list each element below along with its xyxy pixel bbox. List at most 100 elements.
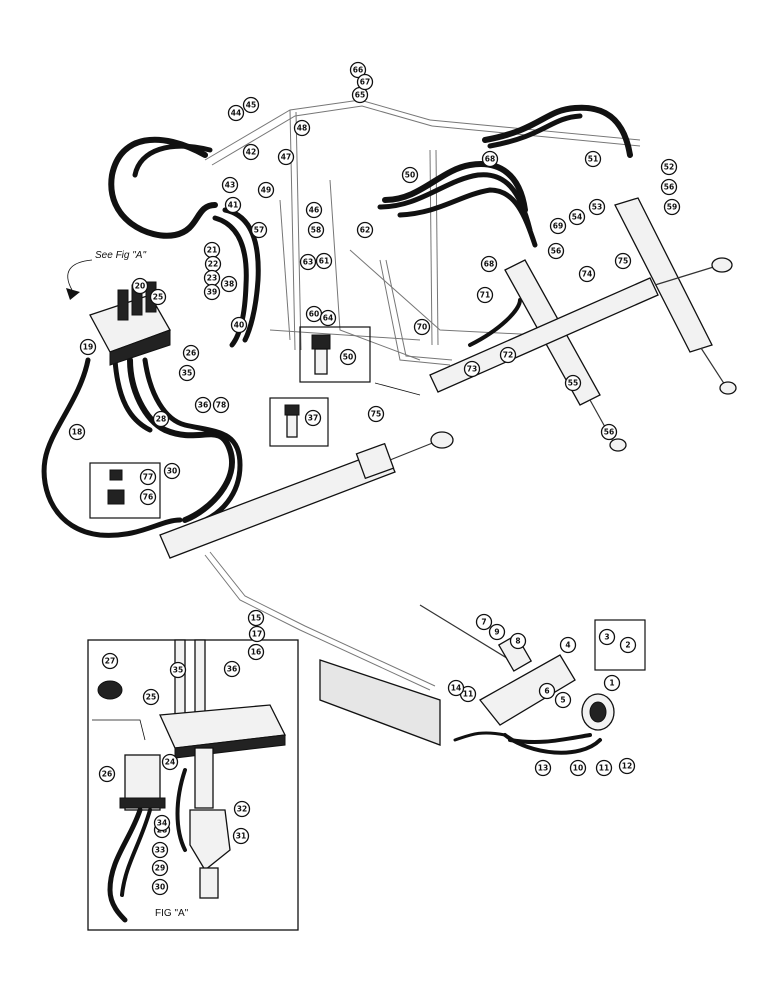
callout-circle	[163, 462, 181, 480]
callout-number: 24	[165, 758, 175, 767]
callout-11: 11	[595, 759, 613, 777]
callout-circle	[488, 623, 506, 641]
callout-circle	[367, 405, 385, 423]
callout-number: 75	[371, 410, 381, 419]
callout-circle	[152, 410, 170, 428]
callout-circle	[98, 765, 116, 783]
callout-circle	[549, 217, 567, 235]
callout-number: 62	[360, 226, 370, 235]
callout-number: 64	[323, 314, 333, 323]
callout-circle	[618, 757, 636, 775]
callout-circle	[242, 96, 260, 114]
callout-number: 30	[167, 467, 177, 476]
callout-number: 57	[254, 226, 264, 235]
fig-a-inset	[87, 639, 299, 931]
callout-number: 47	[281, 153, 291, 162]
callout-15: 15	[247, 609, 265, 627]
callout-number: 65	[355, 91, 365, 100]
see-fig-a-arrowhead	[66, 288, 80, 300]
callout-number: 10	[573, 764, 583, 773]
callout-circle	[559, 636, 577, 654]
callout-1: 1	[603, 674, 621, 692]
callout-54: 54	[568, 208, 586, 226]
callout-34: 34	[153, 814, 171, 832]
callout-circle	[569, 759, 587, 777]
callout-73: 73	[463, 360, 481, 378]
callout-number: 37	[308, 414, 318, 423]
callout-66: 66	[349, 61, 367, 79]
callout-circle	[220, 275, 238, 293]
callout-51: 51	[584, 150, 602, 168]
callout-number: 49	[261, 186, 271, 195]
callout-45: 45	[242, 96, 260, 114]
callout-circle	[277, 148, 295, 166]
callout-circle	[139, 468, 157, 486]
callout-number: 33	[155, 846, 165, 855]
callout-12: 12	[618, 757, 636, 775]
callout-circle	[305, 201, 323, 219]
callout-number: 68	[485, 155, 495, 164]
callout-number: 25	[146, 693, 156, 702]
callout-41: 41	[224, 196, 242, 214]
callout-35: 35	[169, 661, 187, 679]
callout-53: 53	[588, 198, 606, 216]
callout-number: 19	[83, 343, 93, 352]
callout-5: 5	[554, 691, 572, 709]
callout-circle	[475, 613, 493, 631]
callout-55: 55	[564, 374, 582, 392]
callout-circle	[203, 283, 221, 301]
callout-circle	[250, 221, 268, 239]
callout-circle	[257, 181, 275, 199]
callout-number: 36	[227, 665, 237, 674]
callout-number: 73	[467, 365, 477, 374]
callout-circle	[248, 625, 266, 643]
callout-number: 41	[228, 201, 238, 210]
callout-19: 19	[79, 338, 97, 356]
callout-22: 22	[204, 255, 222, 273]
callout-number: 66	[353, 66, 363, 75]
callout-58: 58	[307, 221, 325, 239]
callout-circle	[178, 364, 196, 382]
callout-7: 7	[475, 613, 493, 631]
callout-25: 25	[142, 688, 160, 706]
callout-circle	[315, 252, 333, 270]
callout-number: 51	[588, 155, 598, 164]
lower-linkage	[204, 551, 615, 746]
callout-number: 13	[538, 764, 548, 773]
callout-circle	[603, 674, 621, 692]
callout-number: 31	[236, 832, 246, 841]
callout-circle	[600, 423, 618, 441]
callout-number: 61	[319, 257, 329, 266]
callout-circle	[568, 208, 586, 226]
callout-64: 64	[319, 309, 337, 327]
callout-circle	[547, 242, 565, 260]
callout-43: 43	[221, 176, 239, 194]
callout-number: 50	[405, 171, 415, 180]
callout-30: 30	[151, 878, 169, 896]
callout-number: 58	[311, 226, 321, 235]
callout-56: 56	[660, 178, 678, 196]
callout-number: 1	[609, 679, 614, 688]
callout-number: 44	[231, 109, 241, 118]
callout-number: 18	[72, 428, 82, 437]
callout-circle	[227, 104, 245, 122]
callout-2: 2	[619, 636, 637, 654]
callout-27: 27	[101, 652, 119, 670]
callout-number: 48	[297, 124, 307, 133]
callout-21: 21	[203, 241, 221, 259]
callout-number: 7	[481, 618, 486, 627]
callout-number: 20	[135, 282, 145, 291]
see-fig-a-label: See Fig "A"	[95, 250, 146, 261]
callout-circle	[614, 252, 632, 270]
callout-78: 78	[212, 396, 230, 414]
callout-13: 13	[534, 759, 552, 777]
callout-number: 74	[582, 270, 592, 279]
callout-circle	[619, 636, 637, 654]
callout-circle	[598, 628, 616, 646]
callout-number: 56	[664, 183, 674, 192]
callout-circle	[223, 660, 241, 678]
callout-42: 42	[242, 143, 260, 161]
callout-number: 45	[246, 101, 256, 110]
